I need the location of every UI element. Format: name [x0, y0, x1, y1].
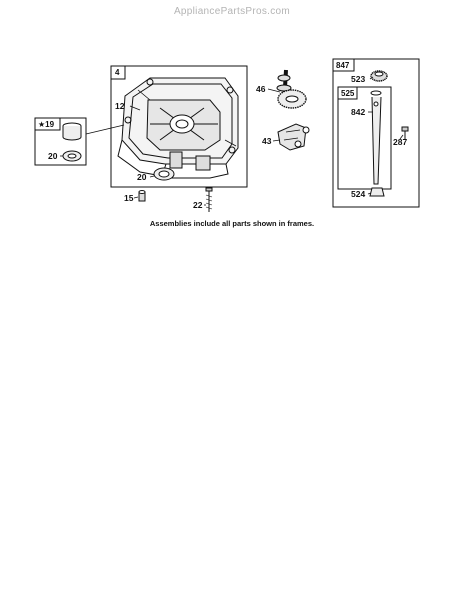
part-label-dowel-pin: 15 — [124, 193, 134, 203]
part-label-seal-kit-seal: 20 — [48, 151, 58, 161]
part-label-screw: 22 — [193, 200, 203, 210]
part-label-governor: 43 — [262, 136, 272, 146]
seal-kit-frame-label: ★19 — [38, 120, 55, 129]
camshaft-drawing — [276, 69, 307, 109]
gear-drawing — [370, 70, 388, 82]
gear-assembly-frame — [332, 58, 420, 208]
dowel-pin-drawing — [138, 190, 146, 202]
part-label-shaft: 842 — [351, 107, 366, 117]
part-label-gasket: 12 — [115, 101, 125, 111]
crankcase-seal-drawing — [153, 167, 175, 181]
pin-drawing — [401, 126, 409, 140]
gear-subassembly-frame-tag — [337, 86, 358, 100]
washer-drawing — [369, 187, 385, 197]
crankcase-drawing — [117, 77, 239, 179]
seal-kit-frame-tag — [34, 117, 61, 131]
part-label-crankcase-seal: 20 — [137, 172, 147, 182]
seal-kit-cup-drawing — [62, 122, 82, 141]
part-label-washer: 524 — [351, 189, 366, 199]
gear-subassembly-frame — [337, 86, 392, 190]
shaft-drawing — [370, 90, 382, 185]
part-label-pin: 287 — [393, 137, 408, 147]
gear-assembly-frame-tag — [332, 58, 355, 72]
gear-subassembly-frame-label: 525 — [341, 89, 355, 98]
gear-assembly-frame-label: 847 — [336, 61, 350, 70]
part-label-gear: 523 — [351, 74, 366, 84]
seal-kit-seal-drawing — [62, 150, 82, 162]
leader-lines — [60, 76, 404, 206]
governor-drawing — [277, 123, 310, 151]
crankcase-frame — [110, 65, 248, 188]
part-label-camshaft: 46 — [256, 84, 266, 94]
assemblies-caption: Assemblies include all parts shown in fr… — [149, 219, 315, 228]
crankcase-frame-label: 4 — [115, 68, 120, 77]
screw-drawing — [205, 187, 213, 212]
crankcase-frame-tag — [110, 65, 126, 80]
watermark: AppliancePartsPros.com — [173, 6, 291, 17]
